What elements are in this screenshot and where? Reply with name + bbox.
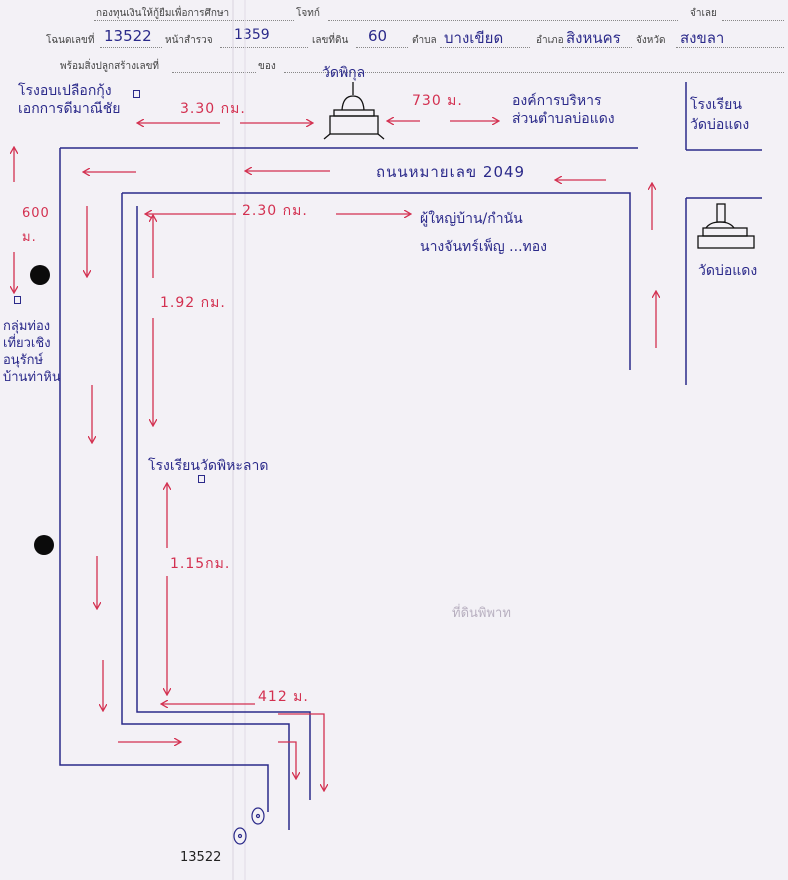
label-school-right: โรงเรียน วัดบ่อแดง — [690, 97, 750, 133]
deed-value: 13522 — [104, 27, 152, 45]
distance-192: 1.92 กม. — [160, 295, 226, 311]
label-temple-top: วัดพิกุล — [322, 65, 366, 81]
subdistrict-value: บางเขียด — [444, 29, 504, 47]
road-outer — [59, 148, 269, 812]
distance-115: 1.15กม. — [170, 556, 231, 572]
fund-name: กองทุนเงินให้กู้ยืมเพื่อการศึกษา — [96, 8, 230, 19]
defendant-label: จำเลย — [690, 8, 717, 19]
distance-412: 412 ม. — [258, 689, 309, 705]
label-school-left: โรงอบเปลือกกุ้ง เอกการดีมาณีชัย — [18, 83, 121, 117]
road-middle — [136, 206, 311, 800]
roads — [59, 82, 762, 830]
label-village-head: ผู้ใหญ่บ้าน/กำนัน — [420, 211, 523, 227]
arrow-412-right — [278, 713, 324, 790]
punch-hole — [30, 265, 50, 285]
distance-600: 600 ม. — [22, 206, 50, 245]
deed-label: โฉนดเลขที่ — [46, 35, 95, 46]
subdistrict-label: ตำบล — [412, 35, 437, 46]
label-road: ถนนหมายเลข 2049 — [376, 163, 526, 181]
building-label: พร้อมสิ่งปลูกสร้างเลขที่ — [60, 61, 160, 72]
province-value: สงขลา — [680, 29, 725, 47]
arrow-to-plot — [278, 741, 296, 778]
punch-hole — [34, 535, 54, 555]
label-plot: 13522 — [180, 850, 222, 865]
plot-marker — [233, 807, 265, 845]
temple-icon — [697, 203, 755, 249]
label-group-left: กลุ่มท่อง เที่ยวเชิง อนุรักษ์ บ้านท่าหิน — [3, 319, 61, 385]
arrows — [14, 121, 656, 790]
land-no-value: 60 — [368, 27, 388, 45]
temple-icon — [323, 82, 385, 140]
plaintiff-label: โจทก์ — [296, 8, 320, 19]
distance-230: 2.30 กม. — [242, 203, 308, 219]
land-no-label: เลขที่ดิน — [312, 35, 349, 46]
road-inner-top — [122, 192, 631, 370]
district-label: อำเภอ — [536, 35, 564, 46]
district-value: สิงหนคร — [566, 29, 621, 47]
label-village-head-name: นางจันทร์เพ็ญ ...ทอง — [420, 239, 548, 255]
owner-label: ของ — [258, 61, 276, 72]
label-watermark: ที่ดินพิพาท — [452, 606, 511, 621]
point-marker — [198, 475, 205, 483]
distance-730: 730 ม. — [412, 93, 463, 109]
point-marker — [14, 296, 21, 304]
road-inner — [121, 193, 290, 830]
survey-page-label: หน้าสำรวจ — [165, 35, 213, 46]
province-label: จังหวัด — [636, 35, 666, 46]
survey-page-value: 1359 — [234, 27, 270, 43]
distance-330: 3.30 กม. — [180, 101, 246, 117]
label-sao: องค์การบริหาร ส่วนตำบลบ่อแดง — [512, 93, 615, 127]
label-school-mid: โรงเรียนวัดพิหะลาด — [148, 458, 269, 474]
label-temple-right: วัดบ่อแดง — [698, 263, 758, 279]
point-marker — [133, 90, 140, 98]
